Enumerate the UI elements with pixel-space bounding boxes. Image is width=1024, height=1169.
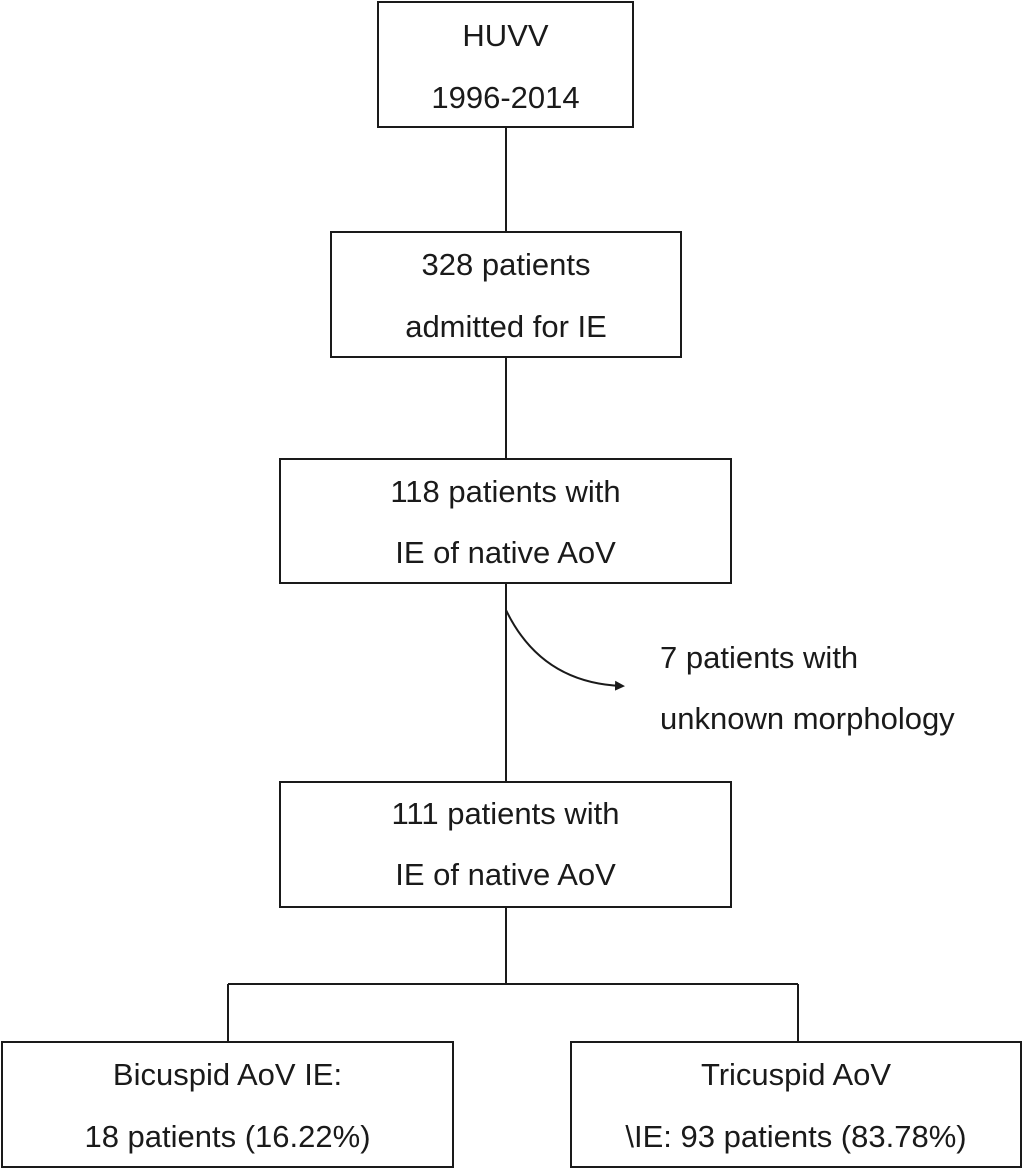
exclusion-arrow: [505, 609, 625, 691]
box-tricuspid: Tricuspid AoV \IE: 93 patients (83.78%): [570, 1041, 1022, 1168]
box-native-111: 111 patients with IE of native AoV: [279, 781, 732, 908]
box-admitted-line1: 328 patients: [421, 247, 591, 282]
box-native-111-line1: 111 patients with: [391, 796, 620, 831]
box-huvv: HUVV 1996-2014: [377, 1, 634, 128]
box-native-111-line2: IE of native AoV: [395, 857, 616, 892]
box-bicuspid-line2: 18 patients (16.22%): [84, 1119, 371, 1154]
box-huvv-line2: 1996-2014: [431, 80, 580, 115]
box-native-118: 118 patients with IE of native AoV: [279, 458, 732, 584]
box-native-118-line1: 118 patients with: [390, 474, 621, 509]
box-bicuspid: Bicuspid AoV IE: 18 patients (16.22%): [1, 1041, 454, 1168]
excluded-note-line2: unknown morphology: [660, 701, 955, 736]
box-admitted-line2: admitted for IE: [405, 309, 607, 344]
excluded-note-line1: 7 patients with: [660, 640, 859, 675]
box-huvv-line1: HUVV: [462, 18, 549, 53]
box-native-118-line2: IE of native AoV: [395, 535, 616, 570]
box-admitted: 328 patients admitted for IE: [330, 231, 682, 358]
box-bicuspid-line1: Bicuspid AoV IE:: [112, 1057, 343, 1092]
box-tricuspid-line2: \IE: 93 patients (83.78%): [625, 1119, 967, 1154]
box-tricuspid-line1: Tricuspid AoV: [700, 1057, 892, 1092]
